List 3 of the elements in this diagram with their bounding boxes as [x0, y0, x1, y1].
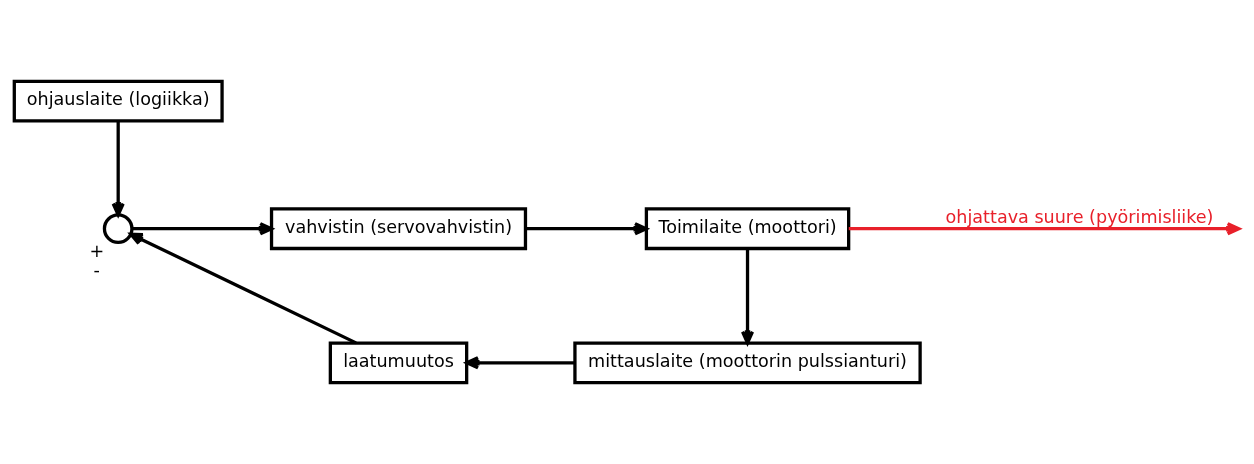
node-label: - — [93, 260, 100, 281]
node-label: + — [89, 240, 105, 261]
edge-label: ohjattava suure (pyörimisliike) — [945, 206, 1214, 227]
